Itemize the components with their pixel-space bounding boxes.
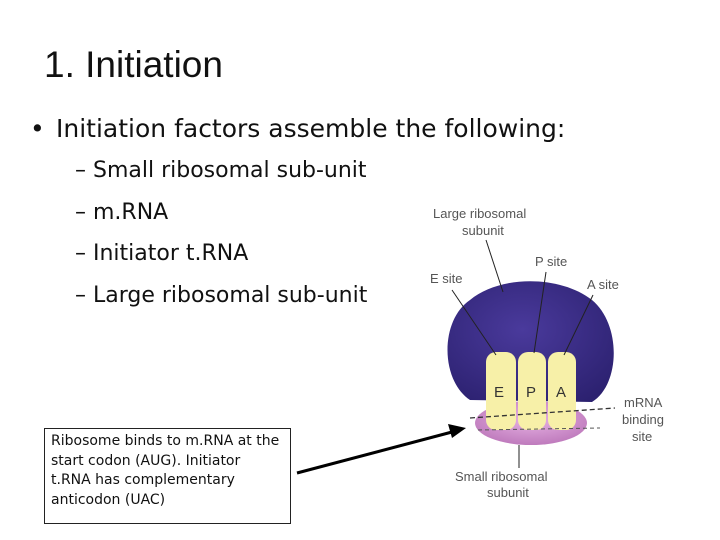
bullet-text: Initiation factors assemble the followin… xyxy=(56,114,566,143)
slot-p-label: P xyxy=(526,384,536,401)
a-slot xyxy=(548,352,576,430)
large-subunit-pointer xyxy=(485,239,504,293)
slide-title: 1. Initiation xyxy=(44,44,223,85)
a-site-label: A site xyxy=(587,277,619,292)
callout-box: Ribosome binds to m.RNA at the start cod… xyxy=(44,428,291,524)
main-bullet: • Initiation factors assemble the followi… xyxy=(30,114,565,143)
mrna-label-2: binding xyxy=(622,412,664,427)
large-subunit-label-1: Large ribosomal xyxy=(433,206,526,221)
small-subunit-label-2: subunit xyxy=(487,485,529,500)
e-slot xyxy=(486,352,516,430)
callout-arrow-line xyxy=(296,430,453,475)
slot-a-label: A xyxy=(556,384,566,401)
small-subunit-label-1: Small ribosomal xyxy=(455,469,548,484)
sub-item-small-subunit: – Small ribosomal sub-unit xyxy=(75,158,367,183)
e-site-pointer xyxy=(451,289,497,356)
mrna-binding-line xyxy=(469,407,616,419)
e-site-label: E site xyxy=(430,271,463,286)
sub-item-initiator-trna: – Initiator t.RNA xyxy=(75,241,249,266)
sub-item-mrna: – m.RNA xyxy=(75,200,169,225)
mrna-lower-line xyxy=(477,427,601,431)
bullet-marker: • xyxy=(30,114,45,143)
sub-item-large-subunit: – Large ribosomal sub-unit xyxy=(75,283,368,308)
callout-arrowhead xyxy=(448,424,466,438)
large-subunit-label-2: subunit xyxy=(462,223,504,238)
p-site-pointer xyxy=(533,271,547,354)
slot-e-label: E xyxy=(494,384,504,401)
a-site-pointer xyxy=(563,294,594,356)
mrna-label-1: mRNA xyxy=(624,395,663,410)
mrna-label-3: site xyxy=(632,429,652,444)
p-site-label: P site xyxy=(535,254,567,269)
p-slot xyxy=(518,352,546,430)
